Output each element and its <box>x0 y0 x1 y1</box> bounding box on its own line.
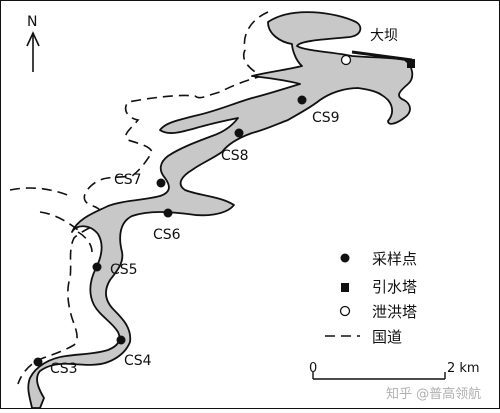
legend-intake-tower-icon <box>341 283 349 292</box>
legend-intake-tower-label: 引水塔 <box>372 278 417 296</box>
dam-label: 大坝 <box>370 28 398 44</box>
north-label: N <box>27 14 37 30</box>
sampling-points <box>33 95 307 367</box>
intake-tower-marker <box>407 59 415 68</box>
dam-line <box>351 50 413 62</box>
site-cs4-point <box>116 335 126 345</box>
site-cs7-point <box>156 178 166 188</box>
scale-end-label: 2 km <box>447 361 480 376</box>
legend-spillway-tower-label: 泄洪塔 <box>372 303 417 321</box>
scale-bar <box>312 372 446 380</box>
site-cs3-point <box>33 357 43 367</box>
spillway-tower-marker <box>340 54 352 66</box>
scale-start-label: 0 <box>309 361 317 376</box>
site-cs9-point <box>297 95 307 105</box>
legend-road-label: 国道 <box>372 328 402 346</box>
site-label-cs4: CS4 <box>124 353 152 369</box>
site-label-cs6: CS6 <box>153 227 181 243</box>
legend-sampling-point-label: 采样点 <box>372 250 417 268</box>
site-cs5-point <box>92 262 102 272</box>
reservoir-water <box>27 11 414 409</box>
site-label-cs9: CS9 <box>312 110 340 126</box>
site-cs6-point <box>163 208 173 218</box>
site-label-cs8: CS8 <box>221 148 249 164</box>
site-label-cs5: CS5 <box>110 262 138 278</box>
site-label-cs7: CS7 <box>114 172 142 188</box>
legend-sampling-point-icon <box>340 253 350 263</box>
north-arrow-icon <box>26 31 40 72</box>
watermark: 知乎 @普高领航 <box>386 386 481 402</box>
site-cs8-point <box>234 128 244 138</box>
site-label-cs3: CS3 <box>50 361 78 377</box>
legend: 采样点 引水塔 泄洪塔 国道 <box>325 250 417 346</box>
legend-spillway-tower-icon <box>339 305 351 317</box>
national-road <box>9 11 269 385</box>
